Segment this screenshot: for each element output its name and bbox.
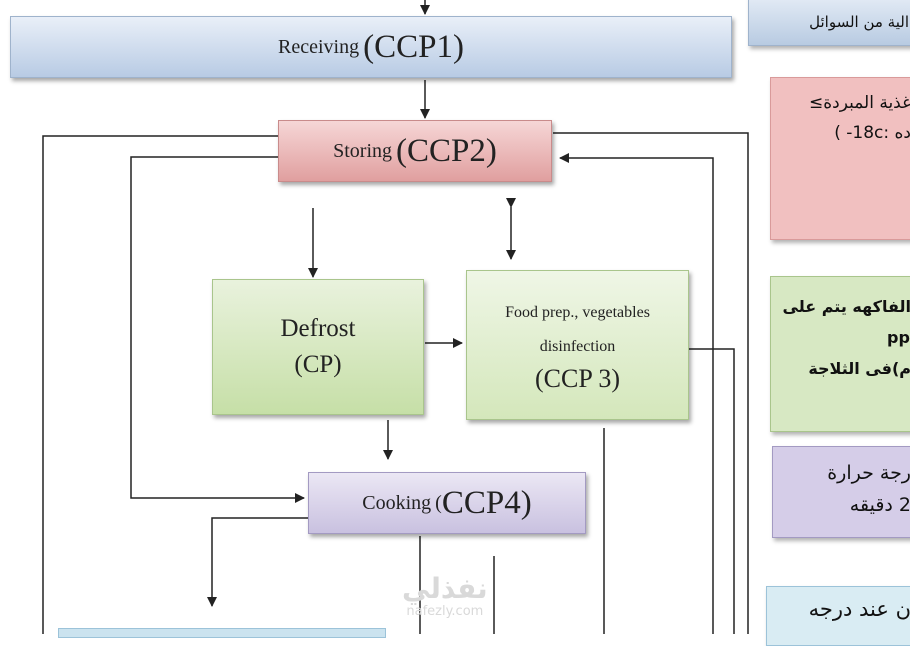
line-foodprep-right-exit bbox=[689, 348, 735, 634]
defrost-code: (CP) bbox=[294, 351, 342, 378]
side-note-5-line1: ن عند درجه bbox=[808, 597, 910, 621]
side-note-3-line2: ppı bbox=[887, 328, 910, 347]
side-note-3-line3: م)فى الثلاجة bbox=[808, 359, 910, 378]
side-note-1-text: الية من السوائل bbox=[809, 13, 909, 31]
side-note-3: الفاكهه يتم على ppı م)فى الثلاجة bbox=[770, 276, 910, 432]
receiving-label: Receiving bbox=[278, 35, 360, 58]
cooking-label: Cooking bbox=[362, 491, 432, 514]
cooking-code: CCP4) bbox=[441, 484, 532, 521]
side-note-2-line1: غذية المبردة≥ bbox=[808, 93, 910, 113]
receiving-code: (CCP1) bbox=[363, 28, 464, 65]
food-prep-node: Food prep., vegetables disinfection (CCP… bbox=[466, 270, 689, 420]
side-note-4: رجة حرارة 2 دقيقه bbox=[772, 446, 910, 538]
cooking-code-paren: ( bbox=[435, 491, 442, 514]
defrost-label: Defrost bbox=[280, 315, 356, 342]
storing-label: Storing bbox=[333, 139, 393, 162]
side-note-3-line1: الفاكهه يتم على bbox=[782, 297, 910, 316]
next-step-node-partial bbox=[58, 628, 386, 638]
side-note-2: غذية المبردة≥ ده :18c- ) bbox=[770, 77, 910, 240]
line-outer-right-loop bbox=[553, 132, 749, 634]
food-prep-line1: Food prep., vegetables bbox=[505, 304, 650, 321]
side-note-4-line2: 2 دقيقه bbox=[849, 494, 910, 516]
receiving-node: Receiving (CCP1) bbox=[10, 16, 732, 78]
line-return-to-storing bbox=[559, 153, 714, 634]
line-outer-left-loop bbox=[42, 135, 278, 634]
line-storing-loop-to-cooking bbox=[130, 156, 305, 503]
food-prep-line2: disinfection bbox=[539, 338, 616, 355]
storing-node: Storing (CCP2) bbox=[278, 120, 552, 182]
food-prep-code: (CCP 3) bbox=[535, 364, 620, 393]
cooking-node: Cooking (CCP4) bbox=[308, 472, 586, 534]
side-note-4-line1: رجة حرارة bbox=[827, 462, 910, 484]
side-note-1: الية من السوائل bbox=[748, 0, 910, 46]
storing-code: (CCP2) bbox=[396, 132, 497, 169]
defrost-node: Defrost (CP) bbox=[212, 279, 424, 415]
side-note-5: ن عند درجه bbox=[766, 586, 910, 646]
arrow-cooking-to-next bbox=[207, 517, 308, 607]
side-note-2-line2: ده :18c- ) bbox=[834, 123, 910, 143]
